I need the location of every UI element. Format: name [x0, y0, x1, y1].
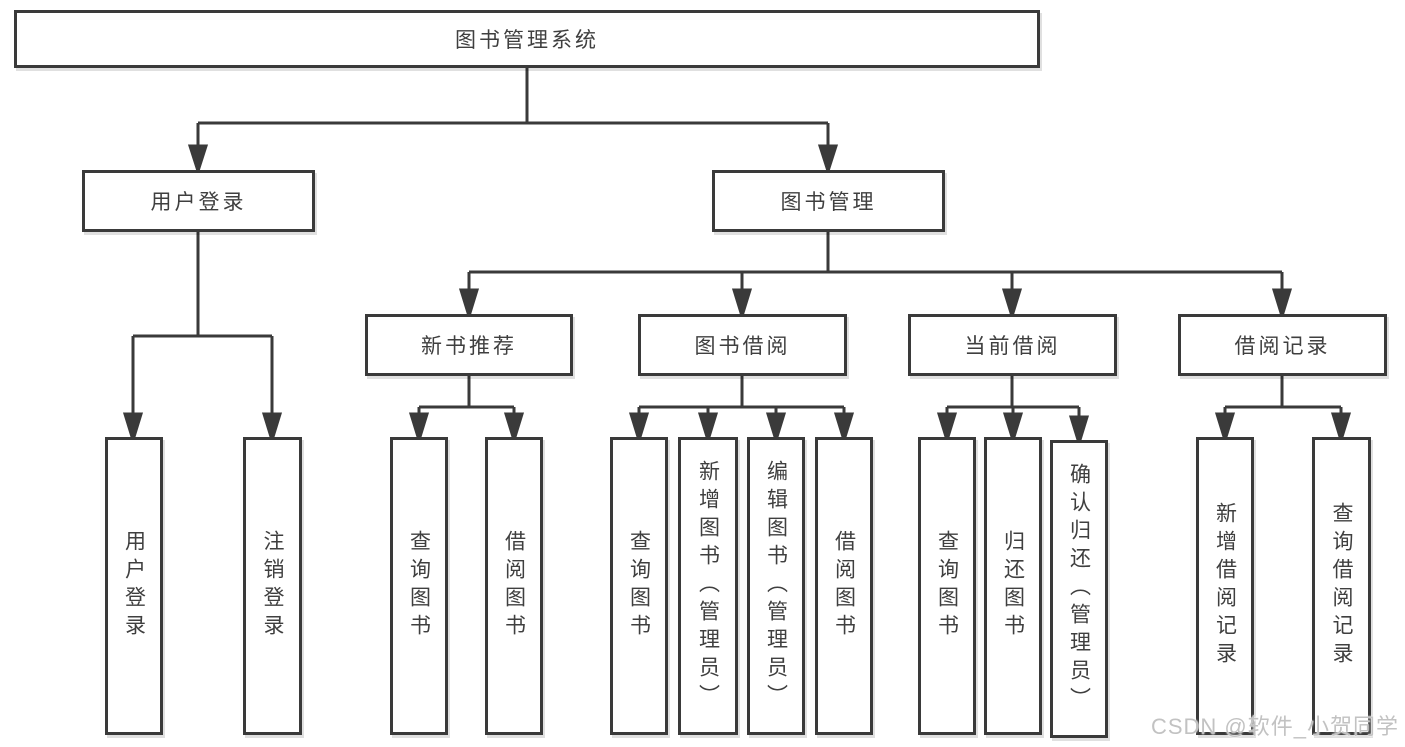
- node-book-borrow-label: 图书借阅: [694, 335, 791, 358]
- leaf-borrow-books-1-label: 借阅图书: [502, 530, 526, 642]
- arrowhead: [1214, 412, 1236, 446]
- arrowhead: [1271, 288, 1293, 322]
- arrowhead: [122, 412, 144, 446]
- node-root-system: 图书管理系统: [14, 10, 1040, 68]
- arrowhead: [261, 412, 283, 446]
- leaf-query-books-3: 查询图书: [918, 437, 976, 735]
- arrowhead: [187, 144, 209, 176]
- connector-user-login-children: [122, 232, 283, 446]
- node-new-book-recommend-label: 新书推荐: [421, 335, 517, 358]
- node-book-borrow: 图书借阅: [638, 314, 847, 376]
- node-user-login: 用户登录: [82, 170, 315, 232]
- node-current-borrow-label: 当前借阅: [964, 335, 1061, 358]
- arrowhead: [503, 412, 525, 446]
- leaf-user-login: 用户登录: [105, 437, 163, 735]
- leaf-user-login-label: 用户登录: [122, 530, 146, 642]
- leaf-borrow-books-2: 借阅图书: [815, 437, 873, 735]
- arrowhead: [1001, 288, 1023, 322]
- connector-borrow-record-children: [1214, 376, 1352, 446]
- leaf-query-books-1-label: 查询图书: [407, 530, 431, 642]
- node-current-borrow: 当前借阅: [908, 314, 1117, 376]
- arrowhead: [1068, 415, 1090, 449]
- leaf-borrow-books-1: 借阅图书: [485, 437, 543, 735]
- leaf-logout: 注销登录: [243, 437, 302, 735]
- leaf-query-borrow-record-label: 查询借阅记录: [1330, 502, 1353, 670]
- connector-root-to-level2: [187, 68, 839, 176]
- leaf-query-books-1: 查询图书: [390, 437, 448, 735]
- arrowhead: [731, 288, 753, 322]
- arrowhead: [936, 412, 958, 446]
- arrowhead: [1330, 412, 1352, 446]
- leaf-query-books-2-label: 查询图书: [627, 530, 651, 642]
- arrowhead: [765, 412, 787, 446]
- leaf-query-borrow-record: 查询借阅记录: [1312, 437, 1371, 735]
- node-borrow-record-label: 借阅记录: [1234, 335, 1331, 358]
- node-root-label: 图书管理系统: [455, 29, 599, 52]
- leaf-return-books-label: 归还图书: [1001, 530, 1025, 642]
- node-user-login-label: 用户登录: [150, 191, 247, 214]
- leaf-confirm-return-admin: 确认归还（管理员）: [1050, 440, 1108, 738]
- connector-book-mgmt-children: [458, 232, 1293, 322]
- leaf-edit-books-admin: 编辑图书（管理员）: [747, 437, 805, 735]
- leaf-borrow-books-2-label: 借阅图书: [832, 530, 856, 642]
- leaf-add-borrow-record-label: 新增借阅记录: [1213, 502, 1237, 670]
- leaf-edit-books-admin-label: 编辑图书（管理员）: [764, 460, 788, 712]
- leaf-query-books-3-label: 查询图书: [935, 530, 959, 642]
- node-book-management-label: 图书管理: [780, 191, 877, 214]
- arrowhead: [817, 144, 839, 176]
- leaf-confirm-return-admin-label: 确认归还（管理员）: [1067, 463, 1091, 715]
- connector-book-borrow-children: [628, 376, 855, 446]
- arrowhead: [697, 412, 719, 446]
- node-book-management: 图书管理: [712, 170, 945, 232]
- leaf-query-books-2: 查询图书: [610, 437, 668, 735]
- node-borrow-record: 借阅记录: [1178, 314, 1387, 376]
- leaf-logout-label: 注销登录: [261, 530, 284, 642]
- leaf-add-borrow-record: 新增借阅记录: [1196, 437, 1254, 735]
- connector-new-book-children: [408, 376, 525, 446]
- leaf-return-books: 归还图书: [984, 437, 1042, 735]
- arrowhead: [833, 412, 855, 446]
- leaf-add-books-admin: 新增图书（管理员）: [678, 437, 738, 735]
- connector-current-borrow-children: [936, 376, 1090, 449]
- arrowhead: [458, 288, 480, 322]
- arrowhead: [408, 412, 430, 446]
- arrowhead: [628, 412, 650, 446]
- csdn-watermark: CSDN @软件_小贺同学: [1150, 714, 1399, 739]
- node-new-book-recommend: 新书推荐: [365, 314, 573, 376]
- leaf-add-books-admin-label: 新增图书（管理员）: [696, 460, 720, 712]
- arrowhead: [1002, 412, 1024, 446]
